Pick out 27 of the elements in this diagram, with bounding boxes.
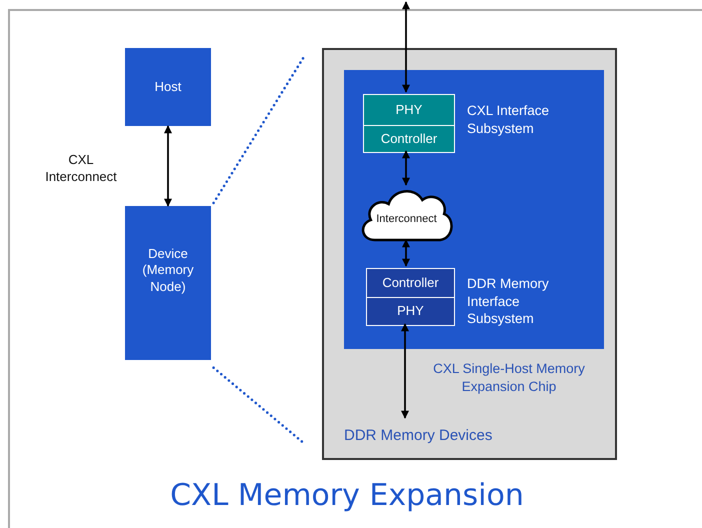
- node-label: PHY: [394, 102, 424, 118]
- node-label: Controller: [380, 130, 438, 148]
- device-block: [125, 206, 211, 360]
- node-label: DDR Memory Devices: [343, 427, 494, 446]
- arrow: [402, 1, 410, 93]
- arrow: [400, 323, 410, 419]
- cloud-label: Interconnect: [375, 212, 438, 227]
- arrow: [402, 239, 410, 267]
- node-label: Device (Memory Node): [141, 246, 195, 295]
- diagram-title: CXL Memory Expansion: [169, 478, 525, 513]
- node-label: PHY: [396, 303, 425, 320]
- zoom-line: [212, 54, 306, 204]
- module-box: [367, 298, 454, 325]
- zoom-line: [212, 366, 306, 445]
- device-block: [125, 48, 211, 126]
- memory-board: [322, 48, 617, 460]
- subsystem-label: CXL Interface Subsystem: [467, 102, 550, 138]
- subsystem-label: DDR Memory Interface Subsystem: [467, 275, 550, 328]
- edge-label: CXL Interconnect: [44, 152, 118, 186]
- node-label: Host: [154, 78, 182, 96]
- node-label: Controller: [381, 274, 440, 292]
- arrow: [402, 150, 410, 186]
- module-box: [367, 269, 454, 297]
- subsystem-label: CXL Single-Host Memory Expansion Chip: [432, 360, 586, 396]
- arrow: [164, 125, 172, 207]
- module-box: [364, 126, 454, 152]
- module-box: [364, 95, 454, 125]
